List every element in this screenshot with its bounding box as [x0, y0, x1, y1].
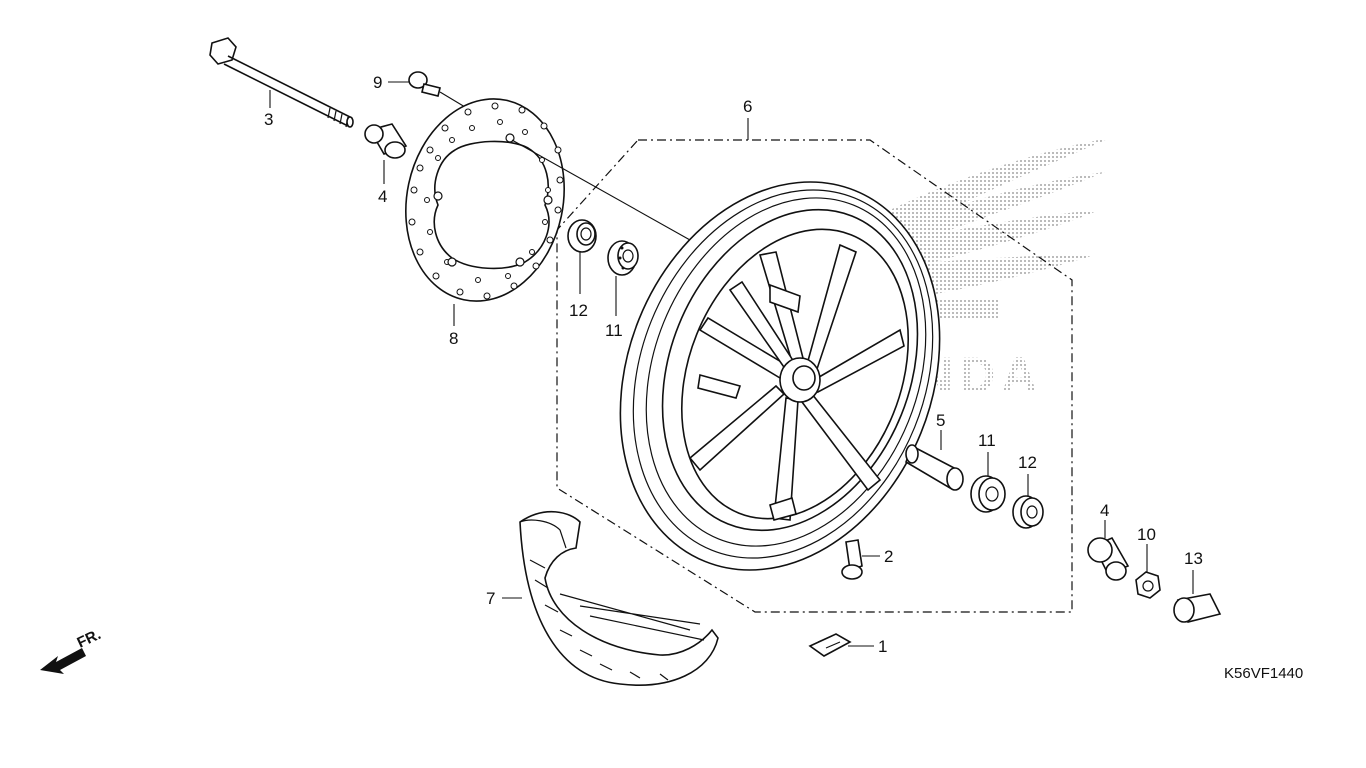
leader-lines — [269, 81, 1194, 647]
callout-12-left: 12 — [569, 301, 588, 320]
disc-holes — [408, 102, 564, 300]
distance-collar-5 — [905, 444, 964, 491]
disc-bolt-9 — [408, 71, 471, 111]
axle-bolt-3 — [209, 37, 354, 128]
side-collar-4-left — [364, 123, 408, 159]
callout-4-right: 4 — [1100, 501, 1109, 520]
bearing-12-right — [1012, 495, 1044, 529]
callout-3: 3 — [264, 110, 273, 129]
callout-1: 1 — [878, 637, 887, 656]
callout-8: 8 — [449, 329, 458, 348]
callout-labels: 1 2 3 4 4 5 6 7 8 9 10 11 11 12 12 13 — [264, 73, 1203, 656]
bearing-11-right — [970, 475, 1006, 513]
balance-weight-1 — [808, 633, 852, 657]
front-wheel-6 — [619, 181, 941, 571]
callout-6: 6 — [743, 97, 752, 116]
callout-13: 13 — [1184, 549, 1203, 568]
callout-4-left: 4 — [378, 187, 387, 206]
callout-10: 10 — [1137, 525, 1156, 544]
bearing-12-left — [567, 219, 597, 253]
callout-11-right: 11 — [978, 431, 996, 450]
callout-12-right: 12 — [1018, 453, 1037, 472]
assembly-boundary-6 — [556, 139, 1073, 613]
diagram-code: K56VF1440 — [1224, 665, 1303, 682]
callout-7: 7 — [486, 589, 495, 608]
axle-nut-10 — [1135, 571, 1161, 599]
callout-2: 2 — [884, 547, 893, 566]
callout-9: 9 — [373, 73, 382, 92]
callout-5: 5 — [936, 411, 945, 430]
direction-label: FR. — [75, 626, 104, 652]
brake-disc-8 — [405, 98, 565, 302]
axle-cap-13 — [1173, 593, 1222, 623]
callout-11-left: 11 — [605, 321, 623, 340]
side-collar-4-right — [1087, 536, 1130, 581]
front-direction-indicator: FR. — [40, 626, 104, 674]
bearing-11-left — [607, 240, 639, 276]
direction-arrow-icon — [40, 648, 86, 674]
tire-valve-2 — [841, 539, 863, 580]
tire-7 — [519, 510, 719, 686]
